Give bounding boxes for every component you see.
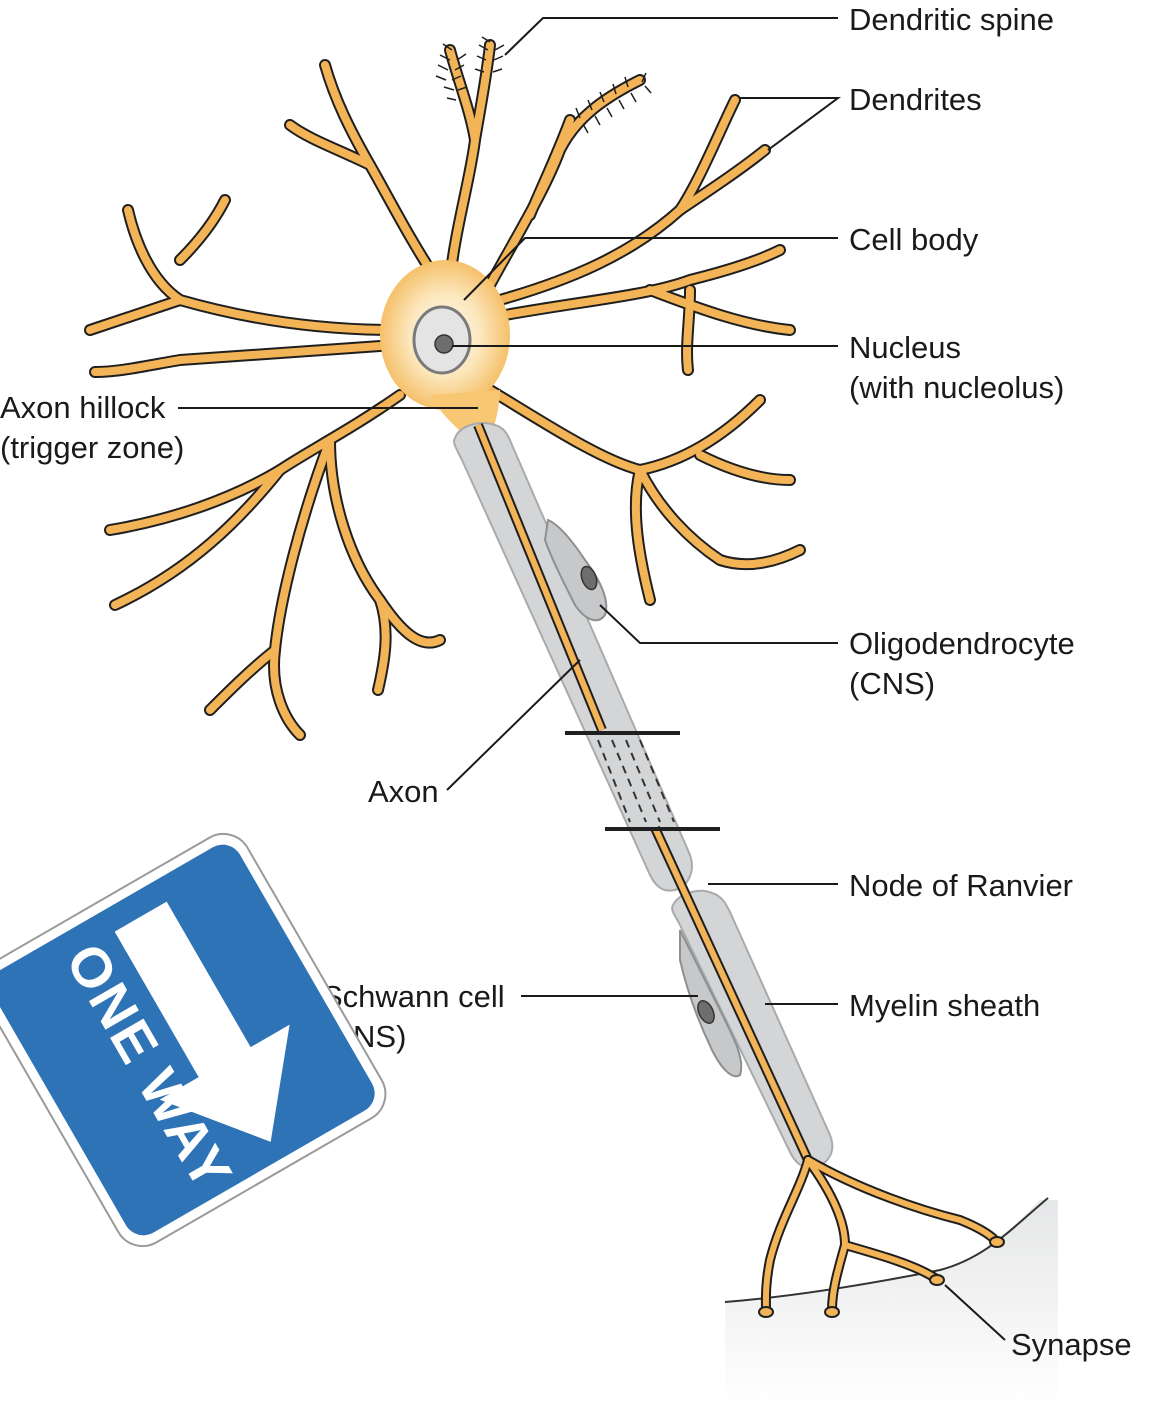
label-myelin-sheath: Myelin sheath <box>849 988 1040 1023</box>
label-cell-body: Cell body <box>849 222 979 257</box>
oligodendrocyte-nucleus <box>580 565 598 591</box>
label-dendritic-spine: Dendritic spine <box>849 2 1054 37</box>
label-nucleus: Nucleus <box>849 330 961 365</box>
synaptic-knobs <box>758 1236 1005 1318</box>
postsynaptic-cell <box>725 1200 1058 1406</box>
label-oligodendrocyte-sub: (CNS) <box>849 666 935 701</box>
schwann-cell-nucleus <box>697 999 715 1025</box>
label-axon-hillock: Axon hillock <box>0 390 166 425</box>
axon-break <box>565 731 720 831</box>
label-synapse: Synapse <box>1011 1327 1132 1362</box>
label-oligodendrocyte: Oligodendrocyte <box>849 626 1075 661</box>
leader-lines <box>178 17 1006 1341</box>
label-axon: Axon <box>368 774 439 809</box>
one-way-sign: ONE WAY <box>0 832 387 1248</box>
schwann-cell <box>679 929 743 1078</box>
axon <box>473 423 813 1163</box>
dendrites <box>86 41 804 739</box>
nucleolus <box>434 334 454 354</box>
axon-terminals <box>762 1157 998 1313</box>
label-dendrites: Dendrites <box>849 82 982 117</box>
label-schwann-cell: Schwann cell <box>322 979 505 1014</box>
oligodendrocyte <box>543 518 608 622</box>
label-node-of-ranvier: Node of Ranvier <box>849 868 1073 903</box>
dendritic-spines <box>435 36 652 134</box>
arrow-down-icon <box>114 901 290 1142</box>
label-nucleus-sub: (with nucleolus) <box>849 370 1064 405</box>
postsynaptic-membrane <box>724 1197 1049 1303</box>
label-axon-hillock-sub: (trigger zone) <box>0 430 184 465</box>
